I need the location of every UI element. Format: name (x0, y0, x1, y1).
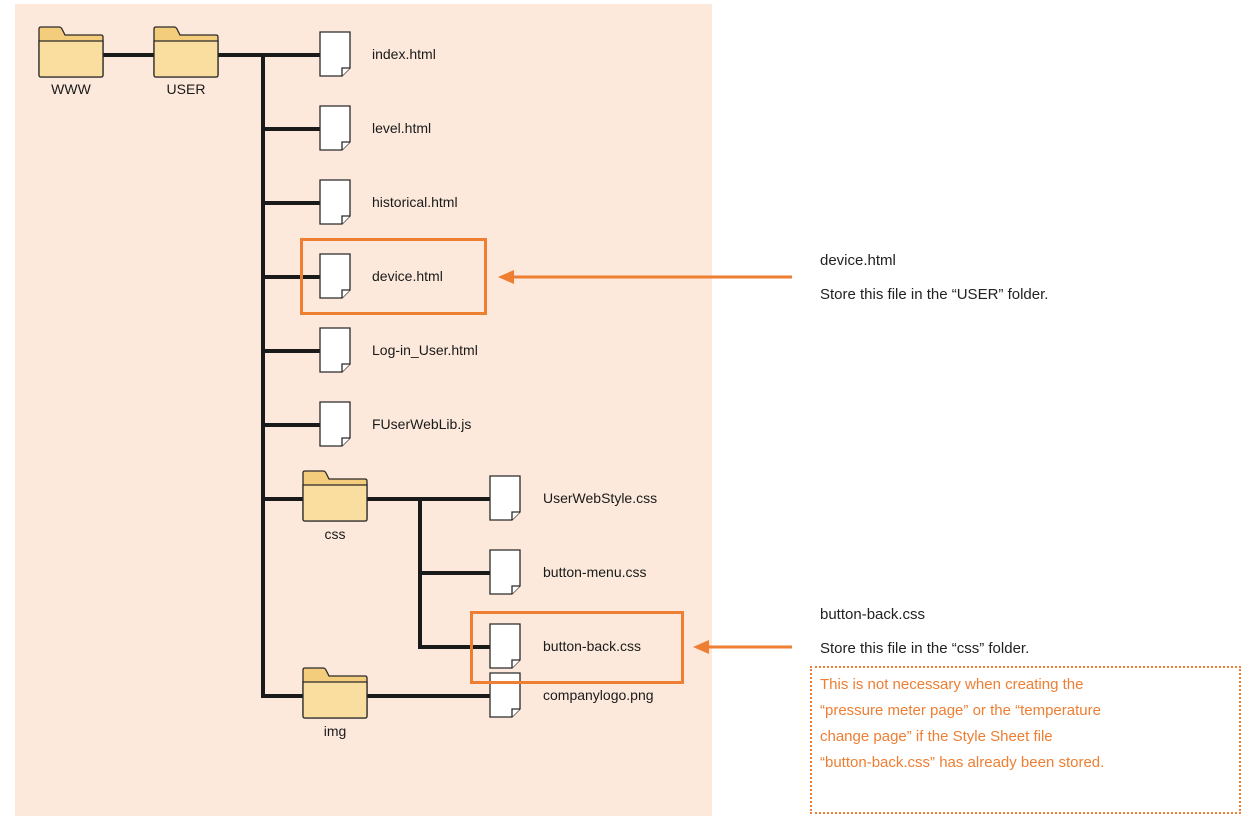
file-icon (319, 31, 351, 77)
folder-icon (302, 667, 368, 719)
file-label: button-menu.css (543, 564, 647, 580)
button-back-arrow (693, 640, 792, 654)
file-label: FUserWebLib.js (372, 416, 472, 432)
button-back-annotation-title: button-back.css (820, 606, 926, 623)
file-label: UserWebStyle.css (543, 490, 658, 506)
file-label: device.html (372, 268, 443, 284)
file-label: index.html (372, 46, 436, 62)
folder-icon (153, 26, 219, 78)
device-annotation-title: device.html (820, 252, 896, 269)
note-line: This is not necessary when creating the (820, 676, 1084, 693)
note-line: change page” if the Style Sheet file (820, 728, 1053, 745)
folder-label-www: WWW (51, 81, 91, 97)
device-annotation-text: Store this file in the “USER” folder. (820, 286, 1049, 303)
note-line: “button-back.css” has already been store… (820, 754, 1105, 771)
note-box: This is not necessary when creating the … (810, 666, 1241, 814)
device-arrow (498, 270, 792, 284)
file-icon (319, 179, 351, 225)
file-label: Log-in_User.html (372, 342, 478, 358)
file-icon (489, 549, 521, 595)
file-icon (319, 327, 351, 373)
button-back-highlight-box (470, 611, 684, 684)
folder-label-img: img (323, 723, 347, 739)
device-highlight-box (300, 238, 487, 315)
file-label: companylogo.png (543, 687, 654, 703)
button-back-annotation-text: Store this file in the “css” folder. (820, 640, 1030, 657)
folder-icon (302, 470, 368, 522)
file-icon (489, 475, 521, 521)
note-line: “pressure meter page” or the “temperatur… (820, 702, 1101, 719)
file-icon (319, 105, 351, 151)
folder-icon (38, 26, 104, 78)
folder-label-user: USER (166, 81, 206, 97)
file-label: historical.html (372, 194, 458, 210)
tree-connector-lines (102, 53, 490, 698)
file-icon (319, 401, 351, 447)
file-label: level.html (372, 120, 432, 136)
file-label: button-back.css (543, 638, 642, 654)
folder-label-css: css (324, 526, 346, 542)
